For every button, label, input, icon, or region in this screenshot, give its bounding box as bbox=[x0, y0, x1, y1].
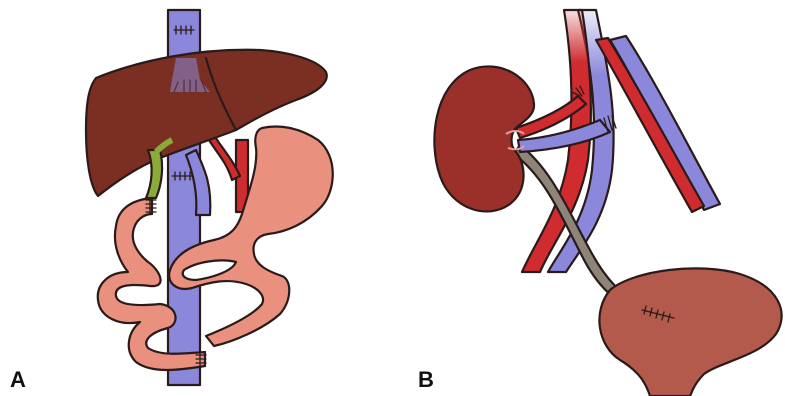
panel-b-diagram bbox=[434, 10, 781, 396]
bladder bbox=[599, 268, 781, 396]
panel-a-diagram bbox=[86, 10, 333, 385]
panel-label-b: B bbox=[418, 369, 434, 391]
panel-label-a: A bbox=[10, 369, 26, 391]
external-iliac-vein bbox=[610, 36, 720, 210]
